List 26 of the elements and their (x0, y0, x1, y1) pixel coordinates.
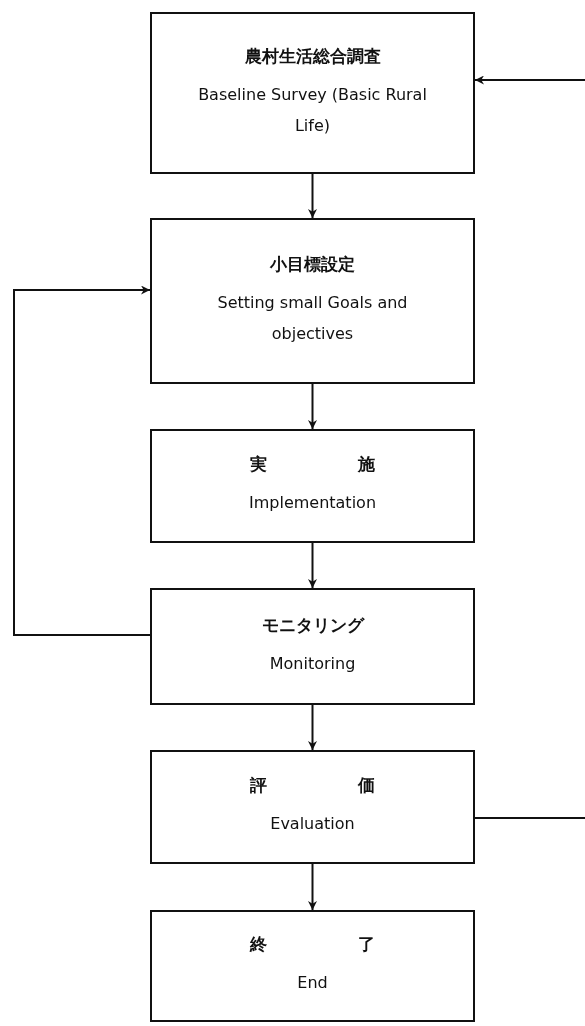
process-box (150, 429, 475, 543)
japanese-label: モニタリング (261, 613, 364, 637)
process-box (150, 12, 475, 174)
english-label: Evaluation (269, 813, 356, 836)
japanese-label: 終 了 (250, 933, 375, 957)
japanese-label: 農村生活総合調査 (244, 45, 381, 69)
connector-line (474, 817, 585, 819)
arrow (308, 863, 317, 911)
arrow (13, 285, 151, 636)
english-label: Implementation (247, 492, 377, 515)
japanese-label: 実 施 (250, 453, 375, 477)
process-box (150, 218, 475, 384)
arrow (308, 542, 317, 589)
process-box (150, 750, 475, 864)
english-label: Baseline Survey (Basic Rural Life) (197, 84, 428, 137)
process-box (150, 910, 475, 1022)
japanese-label: 小目標設定 (270, 253, 355, 277)
english-label: Setting small Goals and objectives (216, 292, 409, 345)
arrow (308, 173, 317, 219)
japanese-label: 評 価 (250, 774, 375, 798)
process-box (150, 588, 475, 705)
english-label: Monitoring (268, 652, 357, 675)
english-label: End (296, 972, 329, 995)
arrow (474, 75, 585, 85)
arrow (308, 704, 317, 751)
arrow (308, 383, 317, 430)
